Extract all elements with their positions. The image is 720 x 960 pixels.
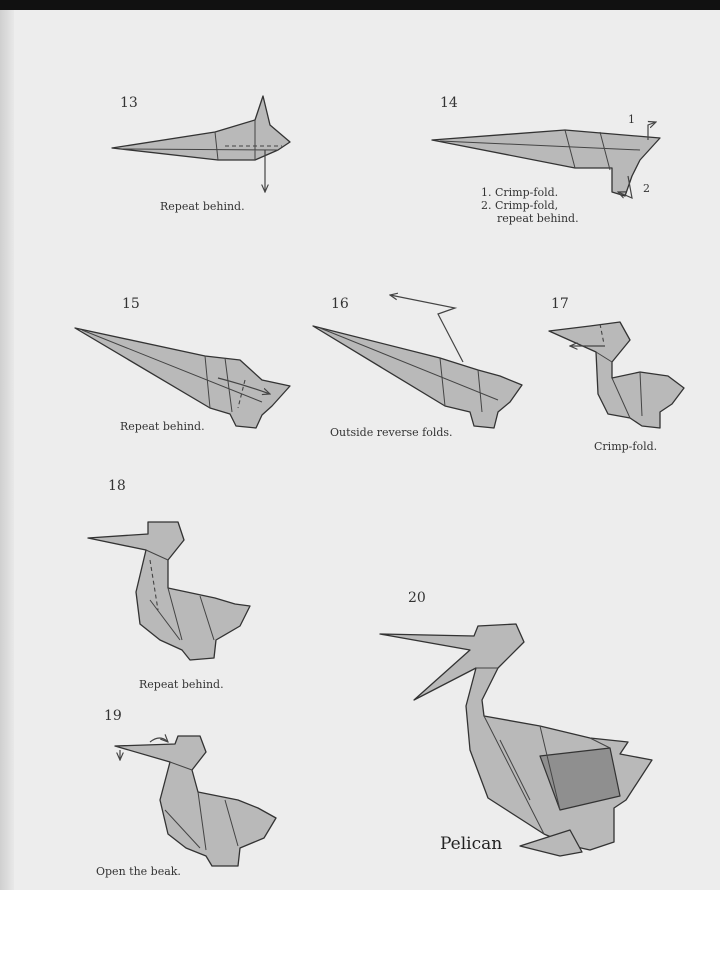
step-18-caption: Repeat behind. <box>139 678 224 691</box>
step-15-caption: Repeat behind. <box>120 420 205 433</box>
step-18-number: 18 <box>108 478 126 494</box>
step-14-caption-line-1: 1. Crimp-fold. <box>481 186 559 199</box>
step-14-number: 14 <box>440 95 458 111</box>
step-13-figure <box>111 95 291 192</box>
step-14-caption: 1. Crimp-fold. 2. Crimp-fold, repeat beh… <box>481 186 579 225</box>
step-19-number: 19 <box>104 708 122 724</box>
step-19-figure <box>114 736 277 867</box>
diagram-canvas <box>74 95 685 867</box>
step-17-caption: Crimp-fold. <box>594 440 658 453</box>
step-15-number: 15 <box>122 296 140 312</box>
step-13-number: 13 <box>120 95 138 111</box>
step-19-caption: Open the beak. <box>96 865 181 878</box>
step-17-figure <box>548 321 685 429</box>
step-16-number: 16 <box>331 296 349 312</box>
scanned-page: 13 Repeat behind. 14 1 2 1. Crimp-fold. … <box>0 0 720 890</box>
step-13-caption: Repeat behind. <box>160 200 245 213</box>
pelican-title: Pelican <box>440 834 503 854</box>
page-binding-edge <box>0 10 14 890</box>
step-18-figure <box>87 521 251 661</box>
step-17-number: 17 <box>551 296 569 312</box>
step-16-figure <box>312 295 523 429</box>
step-16-caption: Outside reverse folds. <box>330 426 453 439</box>
step-14-caption-line-2: 2. Crimp-fold, <box>481 199 559 212</box>
step-14-figure <box>431 122 661 199</box>
step-15-figure <box>74 327 291 429</box>
step-14-arrow-label-2: 2 <box>643 182 650 195</box>
scan-top-border <box>0 0 720 10</box>
step-14-arrow-label-1: 1 <box>628 113 635 126</box>
step-14-caption-line-3: repeat behind. <box>497 212 579 225</box>
step-20-number: 20 <box>408 590 426 606</box>
step-20-pelican-figure <box>379 623 653 857</box>
